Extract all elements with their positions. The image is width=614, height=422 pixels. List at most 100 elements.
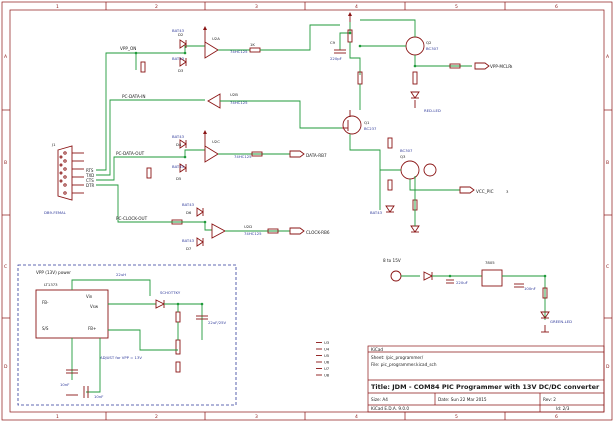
d6-bat43: BAT43 — [182, 202, 195, 207]
tb-file: File: pic_programmer.kicad_sch — [371, 362, 437, 367]
vpp-pin: 3 — [510, 64, 513, 69]
tb-title: Title: JDM - COM84 PIC Programmer with 1… — [371, 383, 600, 391]
border-col-5-bottom: 5 — [455, 414, 458, 420]
schottky-label: SCHOTTKY — [160, 290, 181, 295]
j1-pin-dtr: DTR — [86, 183, 95, 188]
j1-pin-cts: CTS — [86, 178, 94, 183]
db9-connector: J1 DB9-FEMAL RTS TXD CTS DTR — [44, 142, 95, 215]
border-col-1-top: 1 — [56, 4, 59, 10]
u2a-ref: U2A — [212, 36, 220, 41]
border-col-1-bottom: 1 — [56, 414, 59, 420]
border-col-6-top: 6 — [555, 4, 558, 10]
vpp-on-channel: VPP_ON D2 BAT43 D3 BAT43 U2A 74HC125 1K — [120, 24, 340, 73]
connector-wires — [96, 52, 205, 223]
adjust-label: ADJUST for VPP = 13V — [100, 355, 142, 360]
j1-ref: J1 — [51, 142, 56, 147]
net-vpp-13v-title: VPP (13V) power — [36, 270, 71, 275]
title-block: KiCad Sheet: /pic_programmer/ File: pic_… — [367, 345, 605, 413]
d7-ref: D7 — [186, 246, 192, 251]
unused-unit-label: U3 — [324, 340, 330, 345]
c3-value: 22uF/25V — [208, 320, 227, 325]
border-col-2-top: 2 — [155, 4, 158, 10]
border-row-B-left: B — [4, 160, 7, 166]
j1-pin-txd: TXD — [85, 173, 94, 178]
net-clock-rb6: CLOCK-RB6 — [306, 230, 330, 235]
d2-bat43: BAT43 — [172, 28, 185, 33]
u1-fbplus: FB+ — [88, 326, 96, 331]
u2c-value: 74HC125 — [234, 154, 252, 159]
d7-bat43: BAT43 — [182, 238, 195, 243]
u2c-ref: U2C — [212, 139, 220, 144]
border-col-4-top: 4 — [355, 4, 358, 10]
border-col-3-bottom: 3 — [255, 414, 258, 420]
net-pc-clock-out: PC-CLOCK-OUT — [116, 216, 148, 221]
border-col-3-top: 3 — [255, 4, 258, 10]
net-vpp-on: VPP_ON — [120, 46, 136, 51]
unused-unit-label: U7 — [324, 366, 330, 371]
d3-bat43: BAT43 — [172, 56, 185, 61]
border-col-4-bottom: 4 — [355, 414, 358, 420]
border-row-C-right: C — [606, 264, 609, 270]
q2-ref: Q2 — [426, 40, 432, 45]
q1-ref: Q1 — [364, 120, 370, 125]
u2d-value: 74HC125 — [244, 231, 262, 236]
tb-company: KiCad — [371, 347, 383, 352]
j1-pin-rts: RTS — [86, 168, 94, 173]
d2-ref: D2 — [178, 32, 184, 37]
d8-bat43: BAT43 — [370, 210, 383, 215]
net-vpp-mclr: VPP-MCLR — [490, 64, 511, 69]
vcc-pin: 3 — [506, 189, 509, 194]
c4-value: 10nF — [60, 382, 69, 387]
unused-unit-label: U8 — [324, 373, 330, 378]
c5-value: 10nF — [94, 394, 103, 399]
u3-ref: 7805 — [485, 260, 495, 265]
border-col-2-bottom: 2 — [155, 414, 158, 420]
net-vcc-pic: VCC_PIC — [476, 189, 494, 194]
green-led-label: GREEN-LED — [550, 319, 572, 324]
junction-dots — [134, 31, 547, 306]
border-col-5-top: 5 — [455, 4, 458, 10]
d3-ref: D3 — [178, 68, 184, 73]
pc-clock-out-channel: PC-CLOCK-OUT D6 BAT43 D7 BAT43 U2D 74HC1… — [116, 202, 330, 251]
q3-value: BC307 — [400, 148, 413, 153]
tb-size: Size: A4 — [371, 397, 388, 402]
d5-bat43: BAT43 — [172, 164, 185, 169]
tb-tool: KiCad E.D.A. 9.0.0 — [371, 406, 409, 411]
unused-unit-label: U6 — [324, 360, 330, 365]
c1-value: 100nF — [524, 286, 536, 291]
net-data-rb7: DATA-RB7 — [306, 153, 327, 158]
u2a-value: 74HC125 — [230, 49, 248, 54]
d5-ref: D5 — [176, 176, 182, 181]
d4-ref: D4 — [176, 142, 182, 147]
border-col-6-bottom: 6 — [555, 414, 558, 420]
c9-ref: C9 — [330, 40, 336, 45]
border-row-D-right: D — [606, 364, 610, 370]
border-row-D-left: D — [4, 364, 8, 370]
regulator-section: 8 to 15V 220uF 7805 100nF GREEN-LED — [383, 258, 572, 333]
border-row-C-left: C — [4, 264, 7, 270]
vpp-13v-power-section: VPP (13V) power LT1373 FB- FB+ S/S Vin V… — [17, 264, 237, 406]
d6-ref: D6 — [186, 210, 192, 215]
u2b-ref: U2B — [230, 92, 238, 97]
net-8-15v: 8 to 15V — [383, 258, 401, 263]
c9-value: 220pF — [330, 56, 342, 61]
pc-data-out-channel: PC-DATA-OUT D4 BAT43 D5 BAT43 U2C 74HC12… — [116, 130, 327, 181]
border-row-A-right: A — [606, 54, 610, 60]
q3-ref: Q3 — [400, 154, 406, 159]
red-led-label: RED-LED — [424, 108, 441, 113]
l1-value: 22uH — [116, 272, 126, 277]
u2d-ref: U2D — [244, 224, 252, 229]
tb-rev: Rev: 2 — [543, 397, 556, 402]
r1-label: 1K — [250, 42, 255, 47]
u1-ref: LT1373 — [44, 282, 58, 287]
unused-unit-label: U4 — [324, 347, 330, 352]
u1-ss: S/S — [42, 326, 49, 331]
pc-data-in-channel: PC-DATA-IN U2B 74HC125 — [122, 92, 342, 129]
unused-unit-label: U5 — [324, 353, 330, 358]
vpp-switch-section: C9 220pF Q1 BC237 Q2 BC307 VPP-MCLR 3 RE… — [330, 12, 513, 233]
q1-value: BC237 — [364, 126, 377, 131]
